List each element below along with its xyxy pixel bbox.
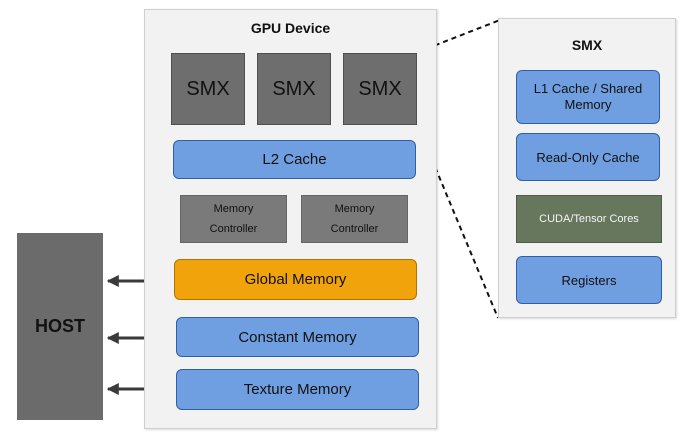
smx-unit-3: SMX <box>343 53 417 125</box>
zoom-line-bottom <box>417 125 499 319</box>
texture-memory-box: Texture Memory <box>176 369 419 410</box>
memory-controller-2-line2: Controller <box>330 223 379 235</box>
memory-controller-1-line1: Memory <box>213 203 254 215</box>
host-box: HOST <box>17 233 103 420</box>
memory-controller-1: Memory Controller <box>180 195 287 243</box>
gpu-device-title: GPU Device <box>250 20 331 36</box>
smx-detail-title: SMX <box>571 37 603 53</box>
zoom-line-top <box>417 19 501 53</box>
registers-box: Registers <box>516 256 662 304</box>
l2-cache-box: L2 Cache <box>173 140 416 179</box>
l1-cache-shared-memory-box: L1 Cache / Shared Memory <box>516 70 660 124</box>
smx-unit-2: SMX <box>257 53 331 125</box>
l1-cache-line1: L1 Cache / Shared <box>533 81 643 96</box>
memory-controller-1-line2: Controller <box>209 223 258 235</box>
cuda-tensor-cores-box: CUDA/Tensor Cores <box>516 195 662 243</box>
read-only-cache-box: Read-Only Cache <box>516 133 660 181</box>
memory-controller-2-line1: Memory <box>334 203 375 215</box>
smx-unit-1: SMX <box>171 53 245 125</box>
constant-memory-box: Constant Memory <box>176 317 419 357</box>
memory-controller-2: Memory Controller <box>301 195 408 243</box>
global-memory-box: Global Memory <box>174 259 417 300</box>
l1-cache-line2: Memory <box>564 97 612 112</box>
